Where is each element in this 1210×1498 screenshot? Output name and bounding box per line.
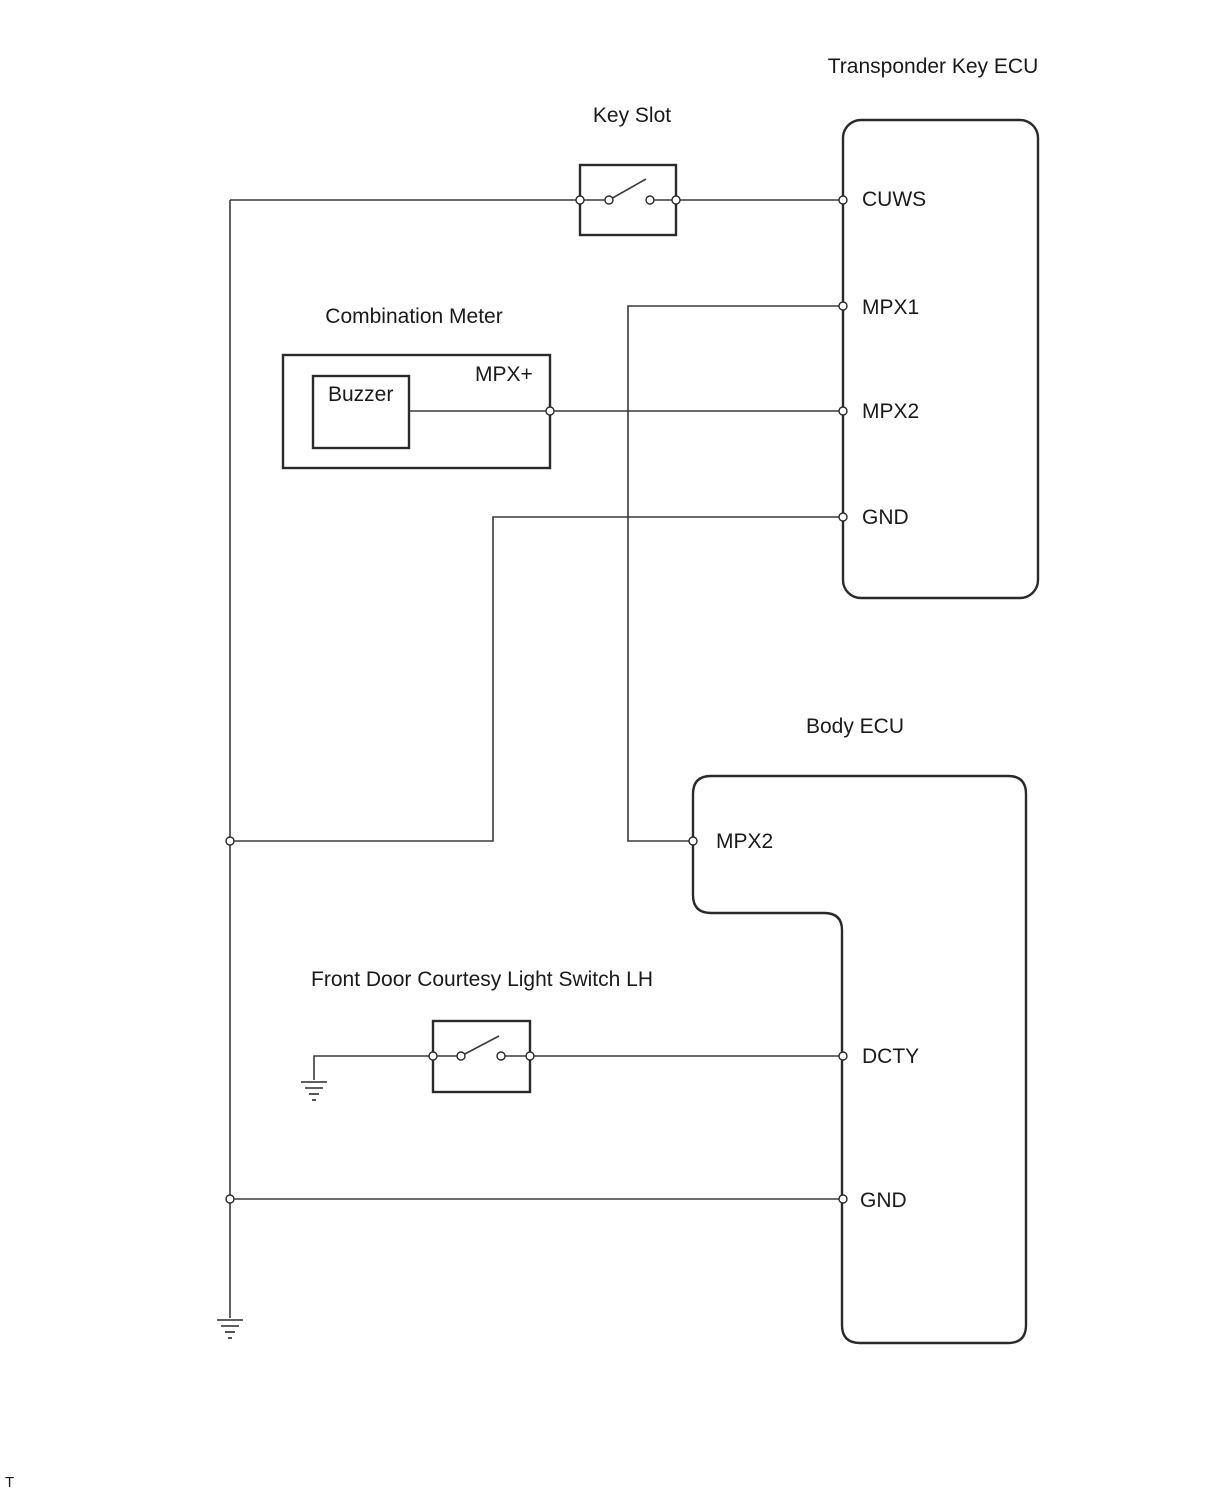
pin-label-cuws: CUWS bbox=[862, 188, 926, 211]
node-keyslot-right bbox=[671, 195, 681, 205]
body-pin-label-dcty: DCTY bbox=[862, 1045, 919, 1068]
wire-doorswitch-ground bbox=[313, 1055, 433, 1080]
body-pin-label-gnd: GND bbox=[860, 1189, 907, 1212]
wire-mpx1-body-mpx2 bbox=[627, 305, 843, 842]
front-door-courtesy-switch: Front Door Courtesy Light Switch LH bbox=[311, 968, 653, 1094]
node-pin-mpx1 bbox=[838, 301, 848, 311]
footer-mark: T bbox=[5, 1474, 14, 1491]
front-door-switch-title: Front Door Courtesy Light Switch LH bbox=[311, 968, 653, 991]
buzzer-label: Buzzer bbox=[328, 383, 393, 406]
body-ecu-box bbox=[691, 774, 1028, 1345]
node-keyslot-left bbox=[575, 195, 585, 205]
wires bbox=[229, 199, 843, 1318]
transponder-key-ecu-title: Transponder Key ECU bbox=[828, 55, 1038, 78]
body-ecu: Body ECU MPX2 DCTY GND bbox=[691, 715, 1028, 1345]
connection-nodes bbox=[225, 195, 848, 1204]
wire-gnd-bus bbox=[230, 516, 843, 842]
node-bus-body-gnd bbox=[225, 1194, 235, 1204]
key-slot-title: Key Slot bbox=[593, 104, 671, 127]
node-pin-mpx2 bbox=[838, 406, 848, 416]
transponder-key-ecu: Transponder Key ECU CUWS MPX1 MPX2 GND bbox=[828, 55, 1040, 600]
pin-label-mpx-plus: MPX+ bbox=[475, 363, 533, 386]
ground-icon bbox=[217, 1319, 243, 1339]
combination-meter: Combination Meter Buzzer MPX+ bbox=[281, 305, 552, 470]
transponder-key-ecu-box bbox=[841, 118, 1040, 600]
node-body-dcty bbox=[838, 1051, 848, 1061]
node-body-gnd bbox=[838, 1194, 848, 1204]
key-slot: Key Slot bbox=[578, 104, 678, 237]
node-body-mpx2 bbox=[688, 836, 698, 846]
node-pin-cuws bbox=[838, 195, 848, 205]
combination-meter-title: Combination Meter bbox=[325, 305, 502, 328]
node-doorswitch-right bbox=[525, 1051, 535, 1061]
buzzer-box bbox=[311, 374, 411, 450]
node-pin-gnd bbox=[838, 512, 848, 522]
pin-label-gnd: GND bbox=[862, 506, 909, 529]
node-pin-mpx-plus bbox=[545, 406, 555, 416]
node-bus-junction bbox=[225, 836, 235, 846]
body-ecu-title: Body ECU bbox=[806, 715, 904, 738]
ground-icon bbox=[301, 1081, 327, 1101]
pin-label-mpx1: MPX1 bbox=[862, 296, 919, 319]
pin-label-mpx2: MPX2 bbox=[862, 400, 919, 423]
body-pin-label-mpx2: MPX2 bbox=[716, 830, 773, 853]
node-doorswitch-left bbox=[428, 1051, 438, 1061]
